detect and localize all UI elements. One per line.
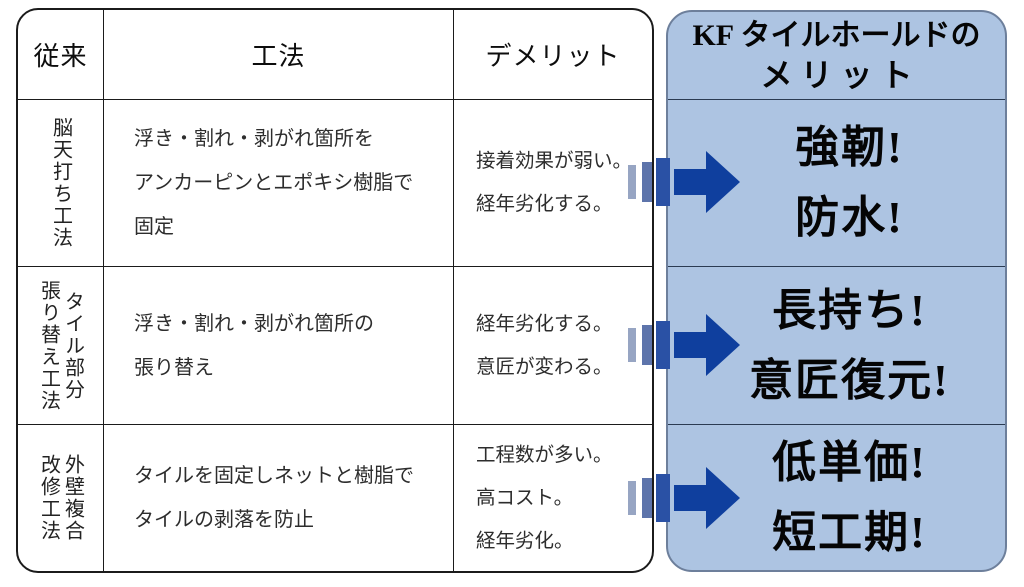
method-desc-line: タイルの剥落を防止 bbox=[134, 509, 314, 531]
demerit-line: 接着効果が弱い。 bbox=[476, 150, 633, 172]
demerit-line: 高コスト。 bbox=[476, 486, 574, 509]
method-name-vertical: 脳天打ち工法 bbox=[49, 117, 73, 249]
merit-line: 短工期! bbox=[772, 507, 927, 557]
method-name-cell: 脳天打ち工法 bbox=[18, 100, 104, 267]
demerit-line: 工程数が多い。 bbox=[476, 443, 613, 466]
method-name-cell: 外壁複合 改修工法 bbox=[18, 425, 104, 571]
method-name-cell: タイル部分 張り替え工法 bbox=[18, 267, 104, 425]
header-demerit: デメリット bbox=[454, 10, 652, 100]
method-name-vertical: タイル部分 張り替え工法 bbox=[37, 280, 85, 412]
merit-line: 長持ち! bbox=[772, 285, 927, 335]
demerit-line: 経年劣化する。 bbox=[476, 193, 613, 215]
merit-section: 強靭! 防水! bbox=[668, 100, 1005, 267]
method-name-line: 改修工法 bbox=[37, 454, 60, 542]
comparison-table: 従来 工法 デメリット 脳天打ち工法 浮き・割れ・剥がれ箇所を アンカーピンとエ… bbox=[16, 8, 654, 573]
merit-section: 低単価! 短工期! bbox=[668, 425, 1005, 570]
header-method: 工法 bbox=[104, 10, 454, 100]
method-desc-line: タイルを固定しネットと樹脂で bbox=[134, 465, 414, 487]
demerit-line: 経年劣化する。 bbox=[476, 312, 613, 335]
demerit-line: 意匠が変わる。 bbox=[476, 355, 613, 378]
merit-panel-title-line2: メリット bbox=[760, 56, 921, 93]
method-name-line: 張り替え工法 bbox=[37, 279, 60, 412]
merit-line: 意匠復元! bbox=[749, 355, 950, 405]
merit-panel-title: KF タイルホールドの メリット bbox=[668, 12, 1005, 100]
method-desc-line: 固定 bbox=[134, 216, 174, 238]
method-name-vertical: 外壁複合 改修工法 bbox=[37, 454, 85, 542]
demerit-cell: 経年劣化する。 意匠が変わる。 bbox=[454, 267, 652, 425]
demerit-cell: 接着効果が弱い。 経年劣化する。 bbox=[454, 100, 652, 267]
merit-section: 長持ち! 意匠復元! bbox=[668, 267, 1005, 425]
method-desc-cell: 浮き・割れ・剥がれ箇所の 張り替え bbox=[104, 267, 454, 425]
striped-right-arrow-icon bbox=[628, 314, 740, 376]
method-desc-cell: 浮き・割れ・剥がれ箇所を アンカーピンとエポキシ樹脂で 固定 bbox=[104, 100, 454, 267]
method-desc-line: 浮き・割れ・剥がれ箇所の bbox=[134, 312, 374, 335]
method-name-line: タイル部分 bbox=[61, 290, 84, 401]
merit-text: 強靭! 防水! bbox=[769, 113, 904, 253]
method-desc-line: 浮き・割れ・剥がれ箇所を bbox=[134, 128, 374, 150]
striped-right-arrow-icon bbox=[628, 151, 740, 213]
demerit-line: 経年劣化。 bbox=[476, 529, 574, 552]
demerit-cell: 工程数が多い。 高コスト。 経年劣化。 bbox=[454, 425, 652, 571]
merit-line: 低単価! bbox=[772, 437, 927, 487]
merit-line: 防水! bbox=[795, 193, 904, 242]
merit-line: 強靭! bbox=[795, 123, 904, 172]
method-desc-line: アンカーピンとエポキシ樹脂で bbox=[134, 172, 414, 194]
merit-text: 長持ち! 意匠復元! bbox=[723, 276, 950, 416]
method-desc-line: 張り替え bbox=[134, 356, 214, 379]
merit-panel: KF タイルホールドの メリット 強靭! 防水! 長持ち! 意匠復元! 低単価!… bbox=[666, 10, 1007, 572]
striped-right-arrow-icon bbox=[628, 467, 740, 529]
merit-panel-title-line1: KF タイルホールドの bbox=[692, 18, 981, 52]
header-conventional: 従来 bbox=[18, 10, 104, 100]
method-name-line: 外壁複合 bbox=[61, 454, 84, 542]
method-name-line: 脳天打ち工法 bbox=[49, 117, 72, 249]
merit-text: 低単価! 短工期! bbox=[746, 428, 927, 568]
method-desc-cell: タイルを固定しネットと樹脂で タイルの剥落を防止 bbox=[104, 425, 454, 571]
